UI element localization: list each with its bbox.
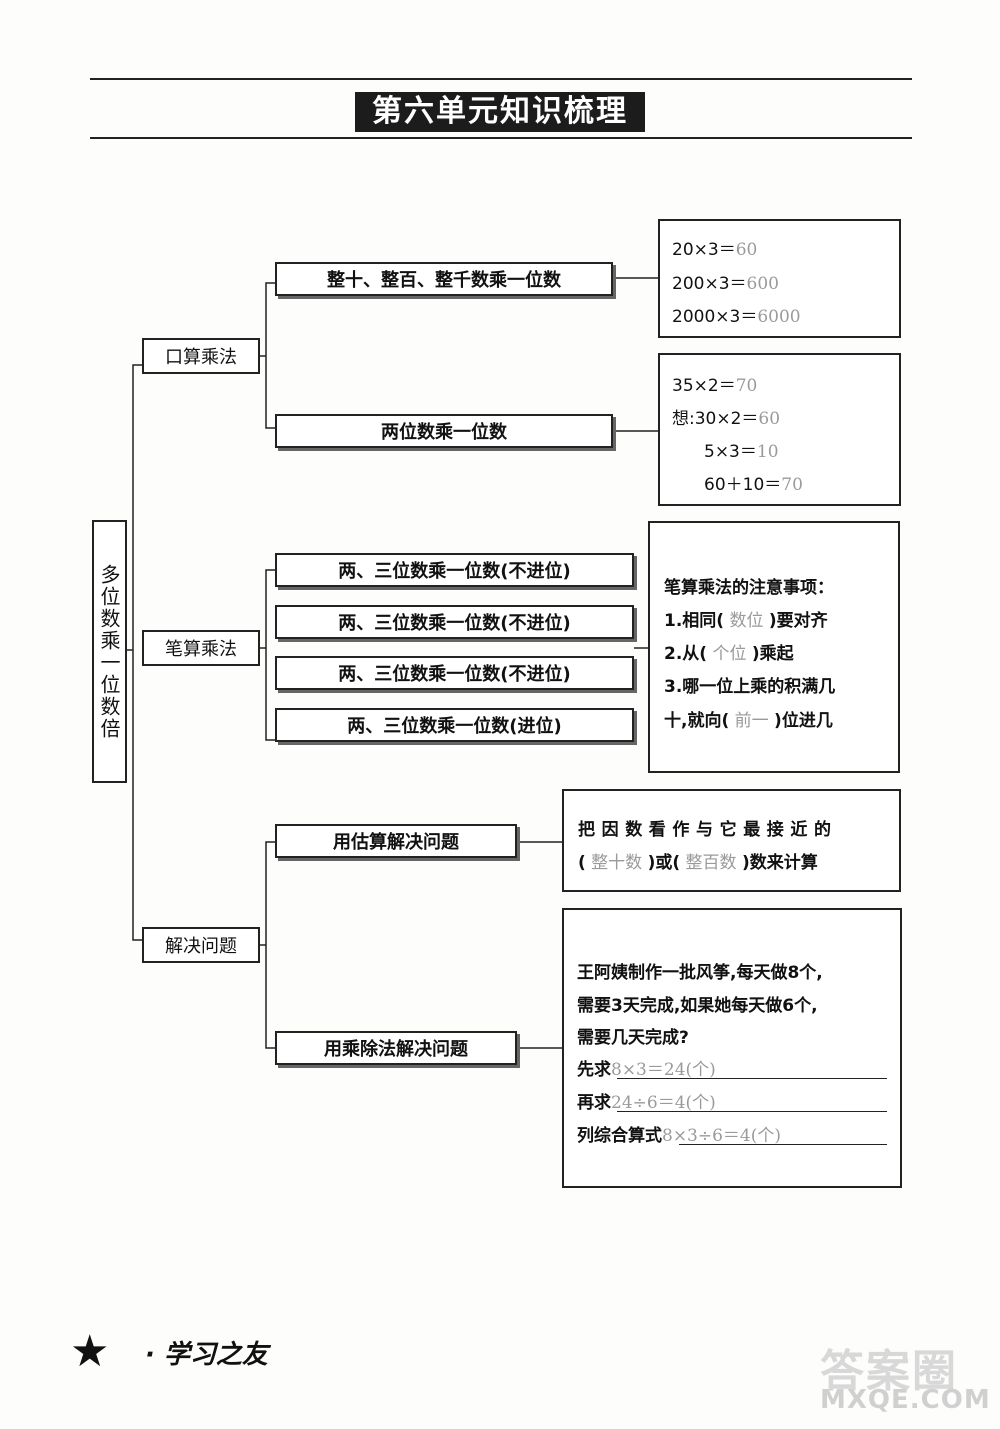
answer: 10 — [756, 442, 779, 462]
page-title: 第六单元知识梳理 — [355, 92, 645, 132]
footer-brand: · 学习之友 — [145, 1340, 268, 1370]
notes-panel: 笔算乘法的注意事项： 1.相同( 数位 )要对齐 2.从( 个位 )乘起 3.哪… — [648, 521, 900, 773]
note-answer: 个位 — [707, 644, 752, 664]
answer: 60 — [758, 409, 781, 429]
node-written-2: 两、三位数乘一位数(不进位) — [275, 605, 634, 639]
header-top-rule — [90, 78, 912, 80]
estimate-text: )数来计算 — [741, 853, 818, 873]
node-written-1: 两、三位数乘一位数(不进位) — [275, 553, 634, 587]
problem-text: 王阿姨制作一批风筝,每天做8个, — [577, 963, 823, 983]
answer: 600 — [746, 274, 779, 294]
expr: 60＋10＝ — [704, 475, 782, 495]
estimate-answer: 整十数 — [585, 853, 648, 873]
node-written-multiplication: 笔算乘法 — [142, 630, 260, 666]
note-text: )要对齐 — [768, 611, 828, 631]
expr: 20×3＝ — [672, 240, 736, 260]
step-answer: 24÷6＝4(个) — [611, 1093, 716, 1113]
node-solve-problems: 解决问题 — [142, 927, 260, 963]
estimate-panel: 把因数看作与它最接近的 ( 整十数 )或( 整百数 )数来计算 — [562, 789, 901, 892]
answer: 60 — [735, 240, 758, 260]
expr: 35×2＝ — [672, 376, 736, 396]
step-answer: 8×3÷6＝4(个) — [662, 1126, 782, 1146]
node-oral-multiplication: 口算乘法 — [142, 338, 260, 374]
expr: 5×3＝ — [704, 442, 757, 462]
node-oral-twodigit: 两位数乘一位数 — [275, 414, 613, 448]
answer-line — [617, 1111, 887, 1112]
node-written-4: 两、三位数乘一位数(进位) — [275, 708, 634, 742]
node-mul-div: 用乘除法解决问题 — [275, 1031, 517, 1065]
note-text: 2.从( — [664, 644, 708, 664]
notes-title: 笔算乘法的注意事项： — [664, 578, 834, 598]
note-text: 3.哪一位上乘的积满几 — [664, 677, 836, 697]
header-bottom-rule — [90, 137, 912, 139]
watermark-logo: 答案圈 — [820, 1346, 958, 1397]
step-answer: 8×3＝24(个) — [611, 1060, 716, 1080]
expr: 想:30×2＝ — [672, 409, 759, 429]
note-answer: 数位 — [724, 611, 769, 631]
step-label: 列综合算式 — [577, 1126, 662, 1146]
word-problem-panel: 王阿姨制作一批风筝,每天做8个, 需要3天完成,如果她每天做6个, 需要几天完成… — [562, 908, 902, 1188]
step-label: 先求 — [577, 1060, 611, 1080]
expr: 2000×3＝ — [672, 307, 758, 327]
answer: 6000 — [757, 307, 801, 327]
estimate-text: )或( — [647, 853, 681, 873]
note-text: 十,就向( — [664, 711, 730, 731]
problem-text: 需要3天完成,如果她每天做6个, — [577, 996, 818, 1016]
note-text: 1.相同( — [664, 611, 725, 631]
answer-line — [679, 1144, 887, 1145]
node-oral-tens: 整十、整百、整千数乘一位数 — [275, 262, 613, 296]
node-written-3: 两、三位数乘一位数(不进位) — [275, 656, 634, 690]
step-label: 再求 — [577, 1093, 611, 1113]
root-node: 多位数乘一位数倍 — [92, 520, 127, 783]
example-panel-tens: 20×3＝60 200×3＝600 2000×3＝6000 — [658, 219, 901, 338]
answer-line — [617, 1078, 887, 1079]
estimate-answer: 整百数 — [680, 853, 742, 873]
estimate-text: ( — [578, 853, 586, 873]
node-estimate: 用估算解决问题 — [275, 824, 517, 858]
note-text: )乘起 — [751, 644, 794, 664]
note-text: )位进几 — [774, 711, 833, 731]
answer: 70 — [735, 376, 758, 396]
note-answer: 前一 — [729, 711, 775, 731]
estimate-text: 把因数看作与它最接近的 — [578, 820, 838, 840]
problem-text: 需要几天完成? — [577, 1028, 689, 1048]
star-icon: ★ — [70, 1326, 110, 1377]
expr: 200×3＝ — [672, 274, 747, 294]
answer: 70 — [781, 475, 803, 495]
example-panel-twodigit: 35×2＝70 想:30×2＝60 5×3＝10 60＋10＝70 — [658, 353, 901, 506]
watermark-url: MXQE.COM — [820, 1385, 991, 1415]
